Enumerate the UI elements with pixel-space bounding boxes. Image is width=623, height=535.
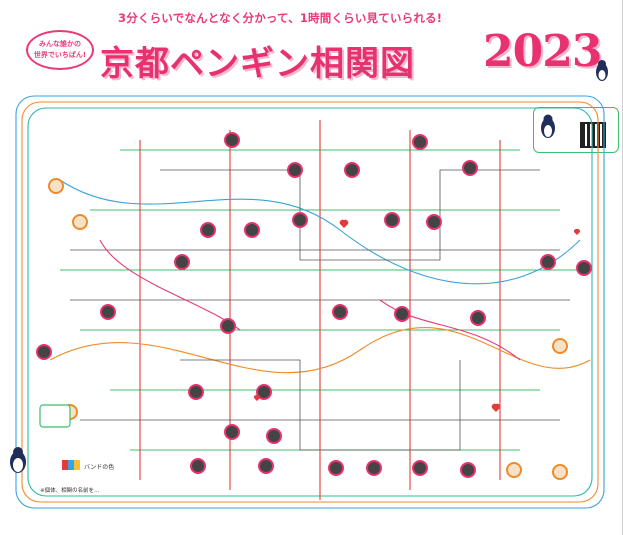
penguin-node [540,254,556,270]
title-year: 2023 [483,26,602,77]
page-title: 京都ペンギン相関図 [100,44,415,84]
penguin-node [552,338,568,354]
penguin-mascot-icon [596,60,608,81]
heart-icon [339,219,349,228]
penguin-node [100,304,116,320]
penguin-mascot-icons [10,60,608,473]
penguin-node [287,162,303,178]
penguin-node [366,460,382,476]
penguin-nodes [36,132,592,480]
penguin-node [328,460,344,476]
heart-icon [253,394,261,401]
tagline: 3分くらいでなんとなく分かって、1時間くらい見ていられる! [118,11,443,25]
penguin-node [412,460,428,476]
penguin-mascot-icon [10,447,26,473]
penguin-node [292,212,308,228]
penguin-node [576,260,592,276]
penguin-node [552,464,568,480]
subtitle-bubble: みんな誰かの 世界でいちばん! [26,30,94,70]
penguin-node [344,162,360,178]
penguin-node [258,458,274,474]
penguin-node [256,384,272,400]
penguin-node [426,214,442,230]
penguin-node [244,222,260,238]
penguin-node [200,222,216,238]
penguin-node [266,428,282,444]
penguin-node [36,344,52,360]
penguin-node [384,212,400,228]
penguin-node [174,254,190,270]
bubble-line-2: 世界でいちばん! [33,51,87,59]
penguin-node [462,160,478,176]
connector-lines [15,95,605,509]
heart-icon [491,403,501,412]
penguin-node [190,458,206,474]
legend-colony-label: バンドの色 [84,464,115,471]
penguin-node [220,318,236,334]
penguin-node [188,384,204,400]
penguin-node [224,424,240,440]
penguin-node [332,304,348,320]
penguin-node [394,306,410,322]
penguin-node [460,462,476,478]
penguin-node [506,462,522,478]
penguin-node [412,134,428,150]
legend-note: ※個体、相関の名前を... [40,488,100,494]
penguin-node [470,310,486,326]
legend [39,404,80,470]
penguin-node [48,178,64,194]
penguin-node [224,132,240,148]
penguin-mascot-icon [541,114,555,138]
penguin-node [72,214,88,230]
bubble-line-1: みんな誰かの [39,40,81,48]
heart-icons [253,219,581,412]
heart-icon [573,228,581,235]
